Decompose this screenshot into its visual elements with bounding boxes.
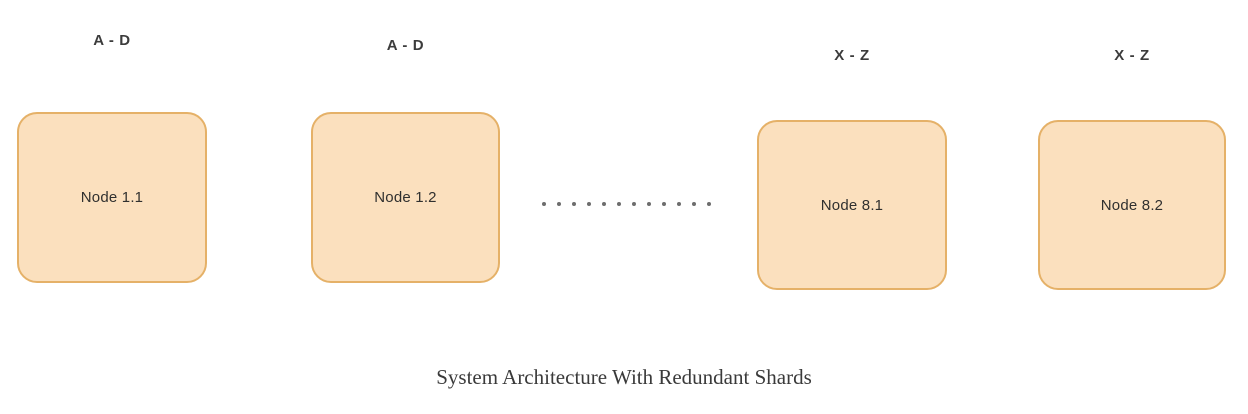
shard-label-node-8-2: X - Z (1114, 47, 1150, 64)
node-label: Node 1.2 (374, 189, 437, 206)
connector-dot (647, 202, 651, 206)
connector-dot (677, 202, 681, 206)
connector-dot (542, 202, 546, 206)
node-box-node-8-2[interactable]: Node 8.2 (1038, 120, 1226, 290)
connector-dot (707, 202, 711, 206)
shard-label-node-1-2: A - D (386, 37, 425, 54)
node-label: Node 8.2 (1100, 196, 1164, 214)
connector-dot (632, 202, 636, 206)
node-box-node-1-2[interactable]: Node 1.2 (311, 112, 500, 283)
connector-dot (572, 202, 576, 206)
connector-dot (662, 202, 666, 206)
node-box-node-8-1[interactable]: Node 8.1 (757, 120, 947, 290)
node-label: Node 1.1 (80, 189, 144, 206)
shard-label-node-8-1: X - Z (834, 47, 870, 64)
dotted-connector (542, 202, 711, 206)
connector-dot (557, 202, 561, 206)
connector-dot (587, 202, 591, 206)
node-label: Node 8.1 (820, 196, 884, 214)
figure-caption: System Architecture With Redundant Shard… (436, 365, 812, 389)
connector-dot (692, 202, 696, 206)
node-box-node-1-1[interactable]: Node 1.1 (17, 112, 207, 283)
connector-dot (602, 202, 606, 206)
shard-label-node-1-1: A - D (93, 32, 131, 49)
connector-dot (617, 202, 621, 206)
